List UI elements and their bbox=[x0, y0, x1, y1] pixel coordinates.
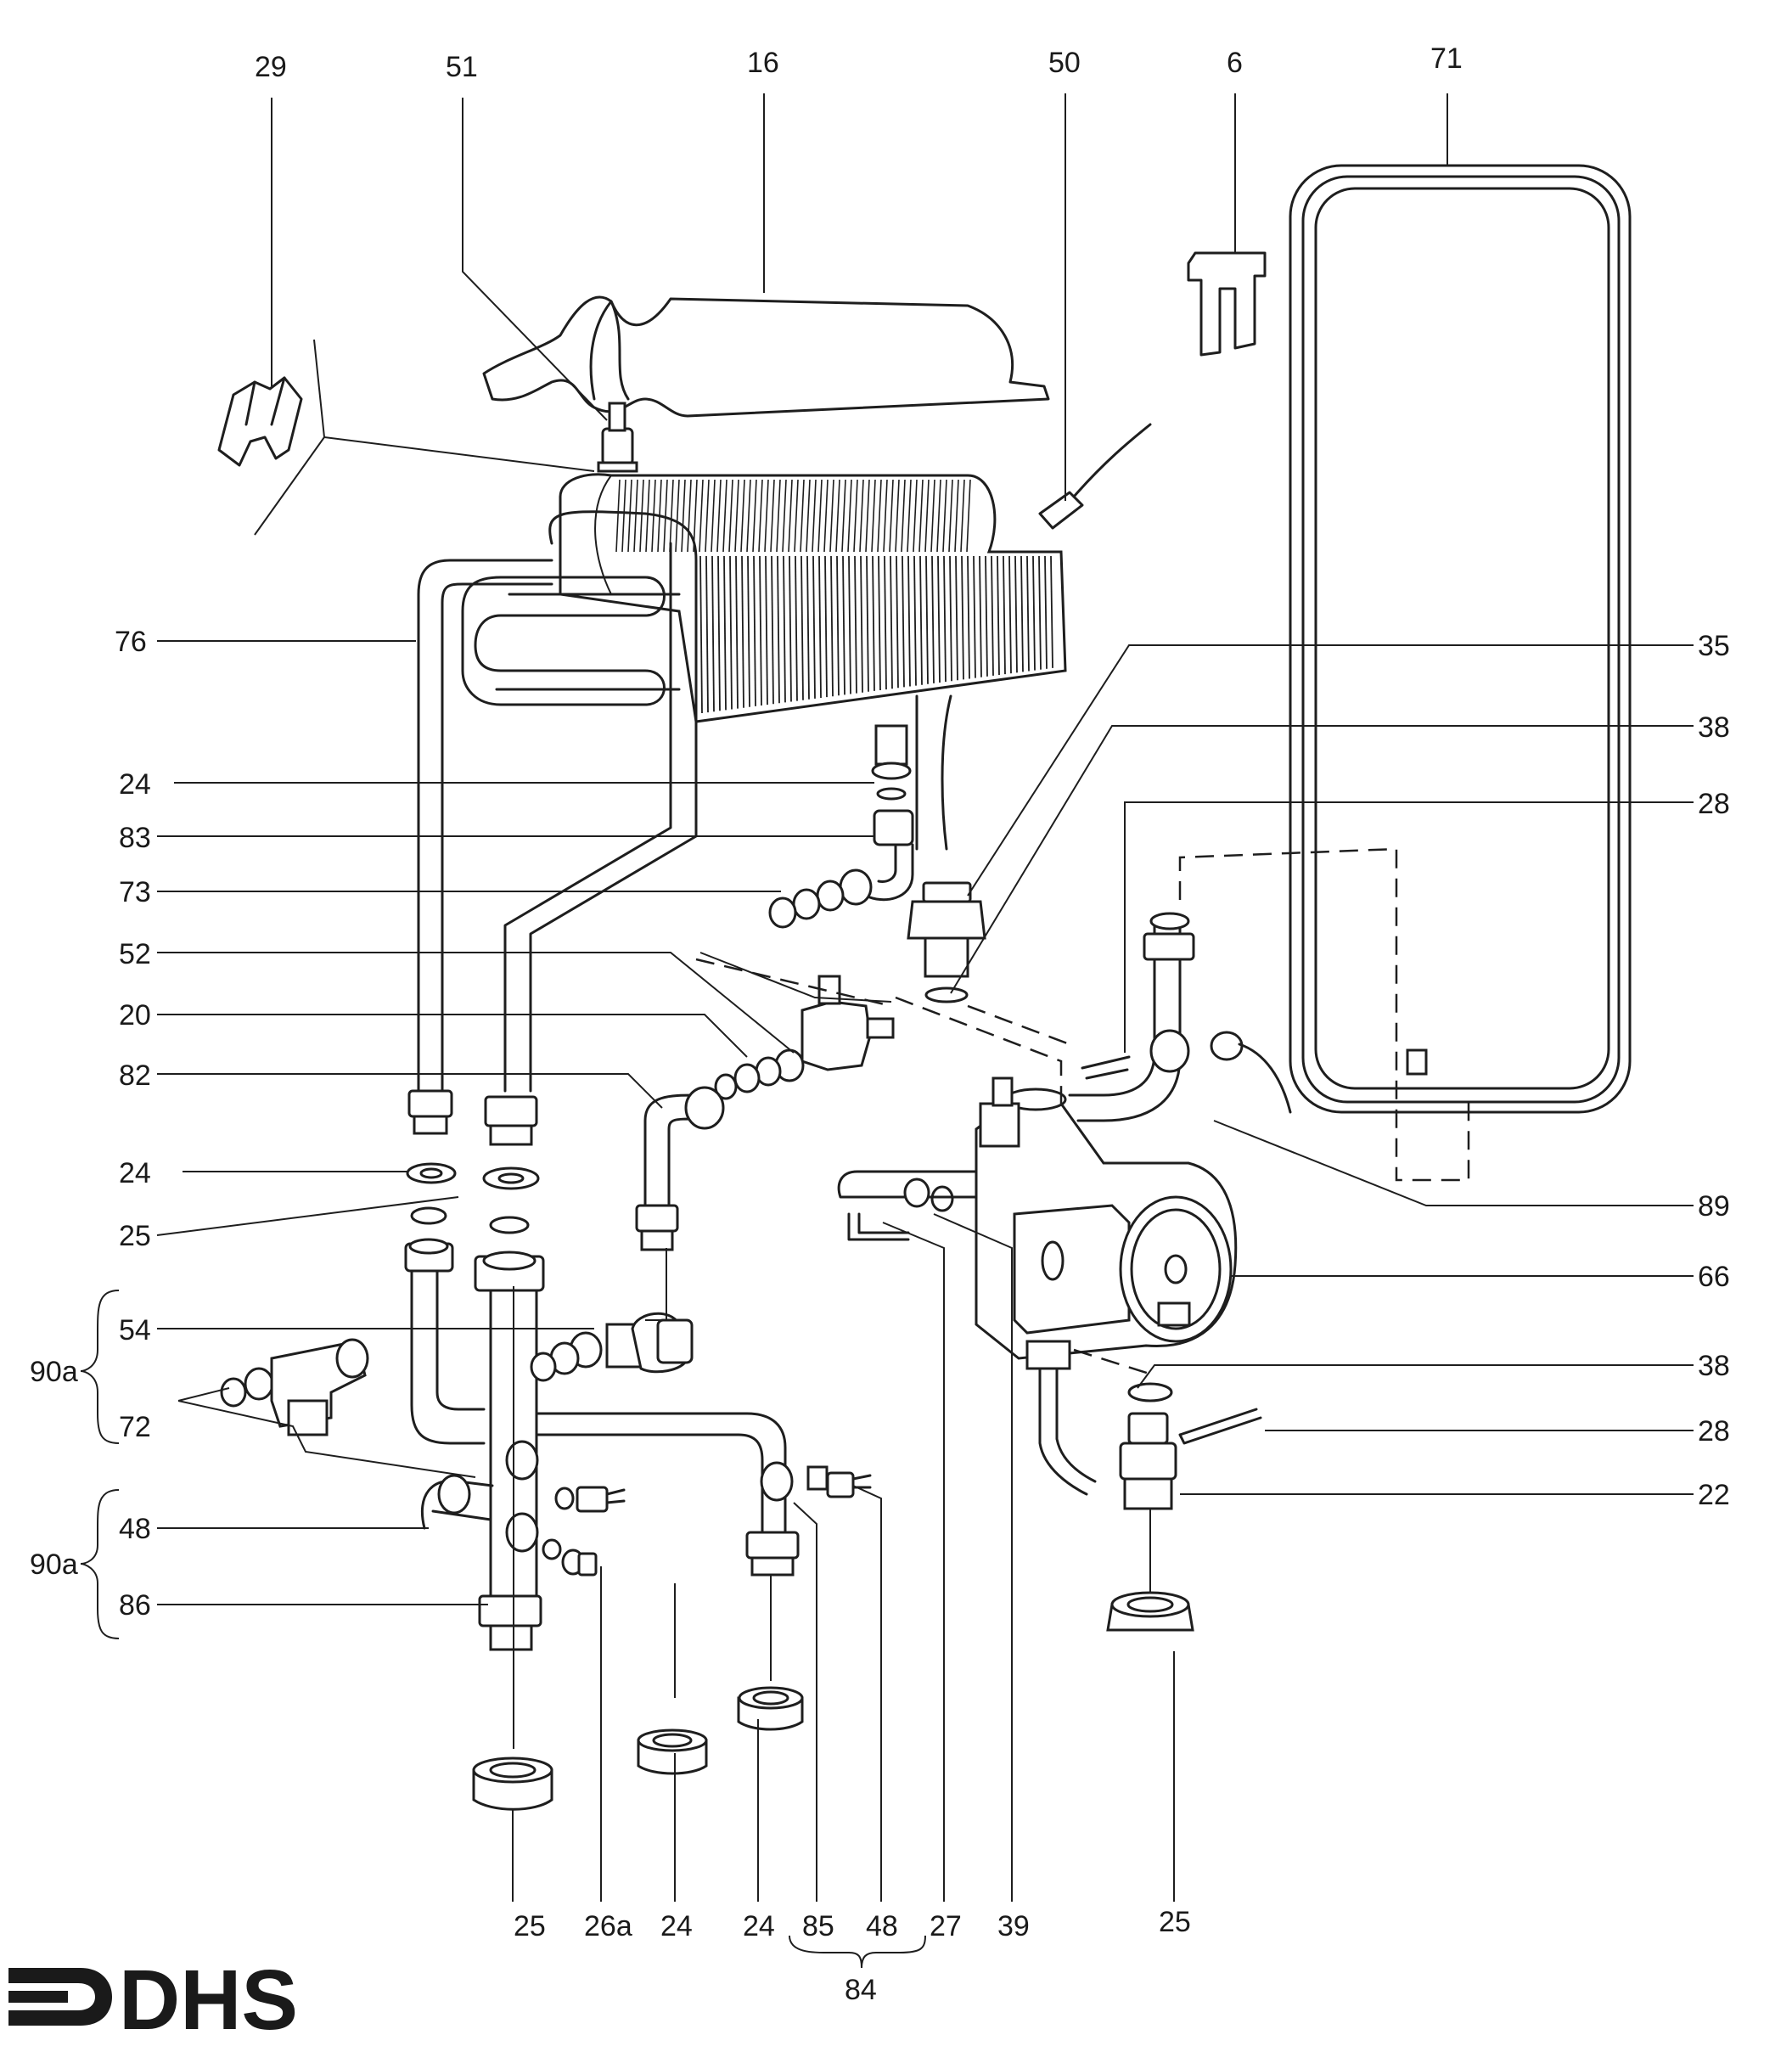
label-73: 73 bbox=[119, 876, 151, 908]
dhs-logo: DHS bbox=[8, 1953, 298, 2046]
label-90a-upper: 90a bbox=[30, 1356, 78, 1388]
circulation-pump bbox=[837, 912, 1292, 1496]
label-26a: 26a bbox=[584, 1910, 632, 1942]
exchanger-outlet-fittings bbox=[635, 724, 914, 1251]
pump-outlet-fittings bbox=[1106, 1382, 1262, 1632]
exchanger-fins bbox=[615, 479, 1053, 714]
main-heat-exchanger bbox=[461, 473, 1067, 723]
label-86: 86 bbox=[119, 1589, 151, 1622]
dashed-connection-lines bbox=[695, 847, 1470, 1377]
label-6: 6 bbox=[1227, 47, 1243, 79]
label-85: 85 bbox=[802, 1910, 834, 1942]
label-28-bottom: 28 bbox=[1698, 1415, 1730, 1447]
label-89: 89 bbox=[1698, 1190, 1730, 1223]
leader-lines bbox=[80, 93, 1694, 1969]
label-52: 52 bbox=[119, 938, 151, 970]
temperature-sensors bbox=[420, 1440, 872, 1577]
ignition-electrode bbox=[597, 402, 638, 473]
label-71: 71 bbox=[1430, 42, 1463, 75]
label-25-mid: 25 bbox=[119, 1220, 151, 1252]
label-20: 20 bbox=[119, 999, 151, 1031]
label-22: 22 bbox=[1698, 1479, 1730, 1511]
part-number-labels: 29 51 16 50 6 71 76 35 24 38 28 83 73 52… bbox=[30, 42, 1730, 2006]
drain-valve bbox=[220, 1338, 369, 1436]
combustion-hood bbox=[482, 295, 1050, 418]
label-54: 54 bbox=[119, 1314, 151, 1346]
pressure-switch bbox=[530, 1312, 694, 1382]
return-pipe bbox=[907, 694, 986, 1003]
label-82: 82 bbox=[119, 1060, 151, 1092]
expansion-vessel bbox=[1289, 164, 1632, 1114]
flow-sensor bbox=[1038, 423, 1152, 530]
label-25-bottom-left: 25 bbox=[514, 1910, 546, 1942]
label-24-bottom-b: 24 bbox=[743, 1910, 775, 1942]
label-48-bottom: 48 bbox=[866, 1910, 898, 1942]
label-27: 27 bbox=[930, 1910, 962, 1942]
label-25-bottom-right: 25 bbox=[1159, 1906, 1191, 1938]
label-51: 51 bbox=[446, 51, 478, 83]
label-83: 83 bbox=[119, 822, 151, 854]
label-35: 35 bbox=[1698, 630, 1730, 662]
label-16: 16 bbox=[747, 47, 779, 79]
dhs-arrow-icon bbox=[8, 1968, 112, 2026]
label-38-top: 38 bbox=[1698, 711, 1730, 744]
label-48-left: 48 bbox=[119, 1513, 151, 1545]
label-76: 76 bbox=[115, 626, 147, 658]
label-24-bottom-a: 24 bbox=[660, 1910, 693, 1942]
label-72: 72 bbox=[119, 1411, 151, 1443]
label-38-bottom: 38 bbox=[1698, 1350, 1730, 1382]
pipe-fittings bbox=[404, 1089, 545, 1651]
connection-nuts bbox=[472, 1686, 804, 1811]
label-29: 29 bbox=[255, 51, 287, 83]
label-66: 66 bbox=[1698, 1261, 1730, 1293]
dhs-logo-text: DHS bbox=[119, 1953, 298, 2046]
heat-exchanger-clip bbox=[217, 376, 303, 467]
label-50: 50 bbox=[1048, 47, 1081, 79]
label-24-top: 24 bbox=[119, 768, 151, 801]
label-24-mid: 24 bbox=[119, 1157, 151, 1189]
label-84: 84 bbox=[845, 1974, 877, 2006]
label-28-top: 28 bbox=[1698, 788, 1730, 820]
bracket-clip bbox=[1187, 251, 1267, 357]
label-39: 39 bbox=[997, 1910, 1030, 1942]
label-90a-lower: 90a bbox=[30, 1549, 78, 1581]
